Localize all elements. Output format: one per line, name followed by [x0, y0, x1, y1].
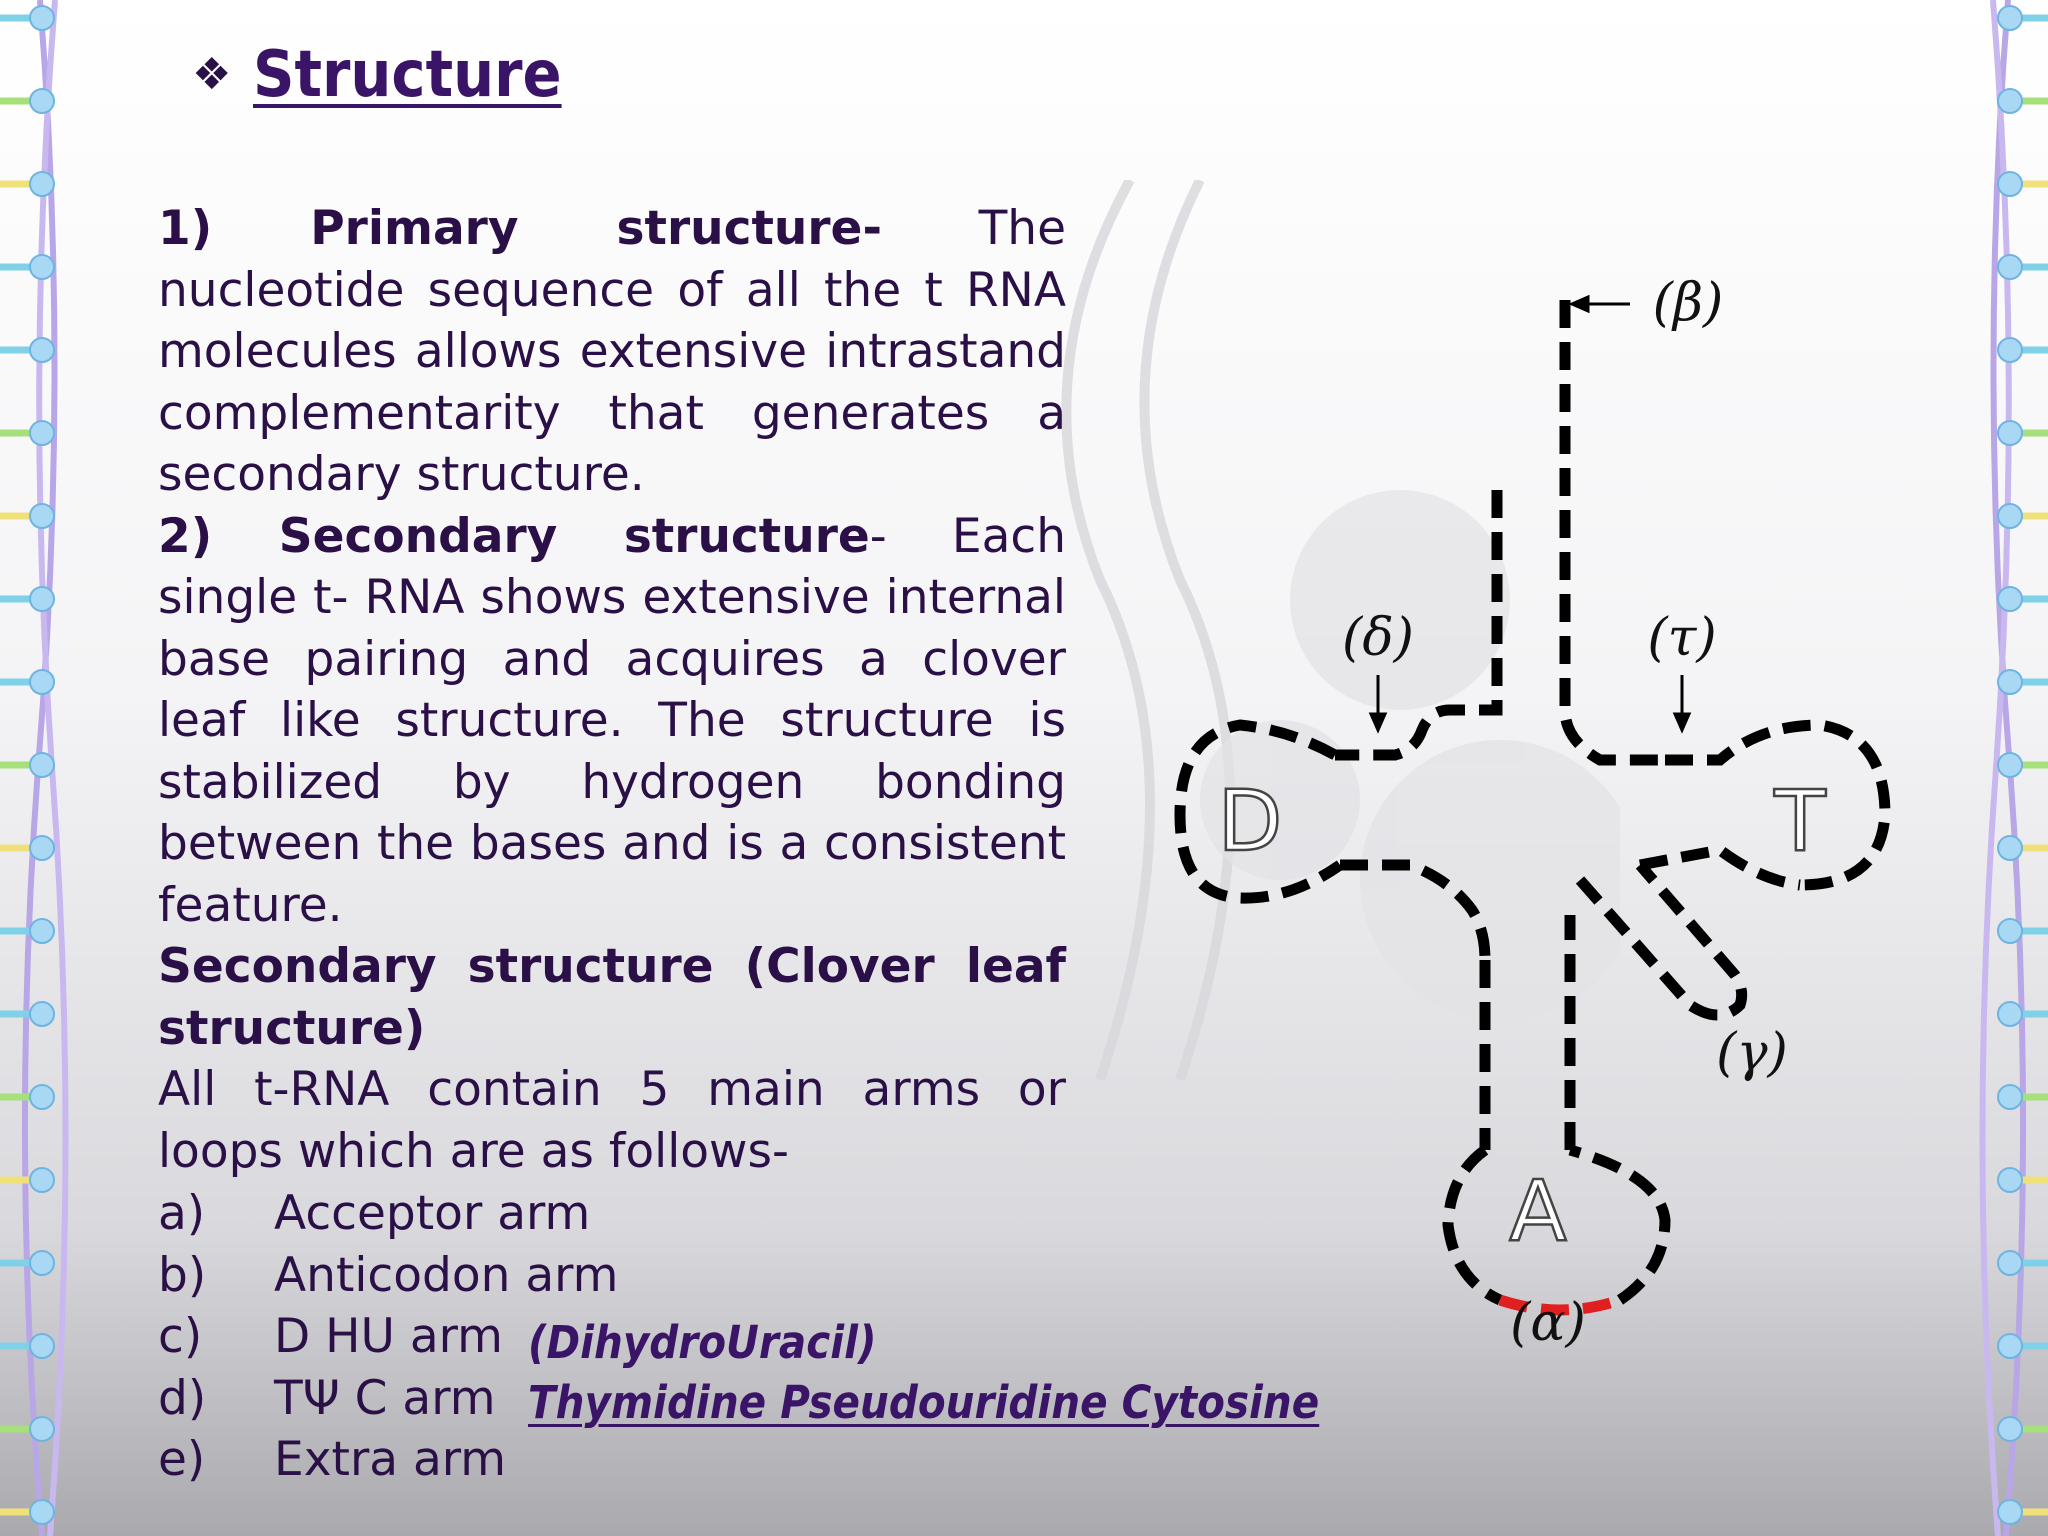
tpc-expansion: Thymidine Pseudouridine Cytosine	[528, 1376, 1320, 1429]
tau-label: (τ)	[1647, 608, 1716, 668]
dna-node	[29, 918, 55, 944]
list-marker: e)	[158, 1432, 206, 1487]
arms-intro: All t-RNA contain 5 main arms or loops w…	[158, 1062, 1066, 1179]
dna-node	[29, 337, 55, 363]
list-item: b) Anticodon arm	[158, 1245, 618, 1307]
list-text: D HU arm	[274, 1309, 503, 1364]
list-marker: a)	[158, 1186, 206, 1241]
list-marker: c)	[158, 1309, 203, 1364]
dna-node	[29, 254, 55, 280]
background-dna-helix	[1061, 180, 1620, 1080]
loop-a-label: A	[1509, 1162, 1566, 1260]
dna-node	[29, 88, 55, 114]
diamond-bullet-icon: ❖	[192, 49, 232, 100]
dna-node	[1997, 420, 2023, 446]
dna-node	[1997, 88, 2023, 114]
dna-node	[29, 1167, 55, 1193]
dna-node	[29, 5, 55, 31]
anticodon-loop-right	[1568, 1144, 1671, 1305]
clover-leaf-heading: Secondary structure (Clover leaf structu…	[158, 939, 1066, 1056]
dna-node	[1997, 918, 2023, 944]
list-item: a) Acceptor arm	[158, 1183, 618, 1245]
secondary-structure-text: - Each single t- RNA shows extensive int…	[158, 508, 1066, 933]
alpha-label: (α)	[1510, 1293, 1586, 1353]
list-text: Extra arm	[274, 1432, 507, 1487]
dna-node	[29, 1416, 55, 1442]
acceptor-stem-5prime	[1335, 490, 1503, 761]
dna-node	[29, 752, 55, 778]
list-item: d) TΨ C arm	[158, 1368, 618, 1430]
dna-node	[1997, 254, 2023, 280]
dna-node	[1997, 586, 2023, 612]
page-title: Structure	[253, 38, 563, 112]
arms-list: a) Acceptor arm b) Anticodon arm c) D HU ar…	[158, 1183, 618, 1491]
list-item: e) Extra arm	[158, 1429, 618, 1491]
dna-node	[29, 1499, 55, 1525]
dna-node	[29, 1333, 55, 1359]
anticodon-highlight	[1498, 1294, 1622, 1316]
dna-node	[1997, 171, 2023, 197]
loop-d-label: D	[1218, 772, 1283, 870]
dna-node	[1997, 5, 2023, 31]
list-marker: b)	[158, 1247, 207, 1303]
gamma-label: (γ)	[1716, 1023, 1788, 1083]
dna-border-left	[0, 0, 69, 1536]
slide-title: ❖ Structure	[192, 38, 596, 112]
trna-cloverleaf-diagram: D T A (β) (δ) (τ) (γ) (α)	[1174, 273, 1891, 1353]
anticodon-loop	[1442, 1145, 1503, 1306]
d-loop	[1174, 719, 1344, 904]
dna-node	[29, 1084, 55, 1110]
loop-t-label: T	[1773, 772, 1826, 870]
dhu-expansion: (DihydroUracil)	[528, 1316, 877, 1369]
dna-node	[29, 586, 55, 612]
dna-node	[1997, 1084, 2023, 1110]
list-text: Acceptor arm	[274, 1186, 591, 1241]
dna-node	[1997, 835, 2023, 861]
dna-node	[29, 1001, 55, 1027]
dna-node	[29, 669, 55, 695]
dna-node	[1997, 337, 2023, 363]
secondary-structure-paragraph: 2) Secondary structure- Each single t- R…	[158, 506, 1066, 937]
primary-structure-label: 1) Primary structure-	[158, 201, 882, 256]
dna-node	[1997, 1167, 2023, 1193]
dna-node	[1997, 1001, 2023, 1027]
dna-node	[1997, 669, 2023, 695]
beta-label: (β)	[1653, 273, 1724, 333]
list-text: Anticodon arm	[274, 1247, 619, 1303]
d-arm-lower	[1340, 859, 1491, 961]
t-loop	[1665, 719, 1891, 891]
dna-node	[29, 1250, 55, 1276]
slide-body: 1) Primary structure- The nucleotide seq…	[158, 198, 1066, 1182]
list-marker: d)	[158, 1370, 207, 1426]
secondary-structure-label: 2) Secondary structure	[158, 508, 870, 564]
dna-node	[1997, 1250, 2023, 1276]
extra-arm	[1575, 861, 1748, 1021]
primary-structure-paragraph: 1) Primary structure- The nucleotide seq…	[158, 198, 1066, 506]
dna-node	[1997, 1416, 2023, 1442]
dna-node	[29, 835, 55, 861]
dna-node	[29, 420, 55, 446]
dna-node	[1997, 1499, 2023, 1525]
acceptor-stem-3prime	[1559, 300, 1665, 766]
dna-node	[1997, 1333, 2023, 1359]
dna-node	[1997, 752, 2023, 778]
dna-border-right	[1979, 0, 2048, 1536]
delta-label: (δ)	[1342, 608, 1414, 668]
primary-structure-text: The nucleotide sequence of all the t RNA…	[158, 201, 1066, 502]
list-item: c) D HU arm	[158, 1306, 618, 1368]
dna-node	[29, 171, 55, 197]
dna-node	[29, 503, 55, 529]
dna-node	[1997, 503, 2023, 529]
list-text: TΨ C arm	[274, 1370, 496, 1426]
